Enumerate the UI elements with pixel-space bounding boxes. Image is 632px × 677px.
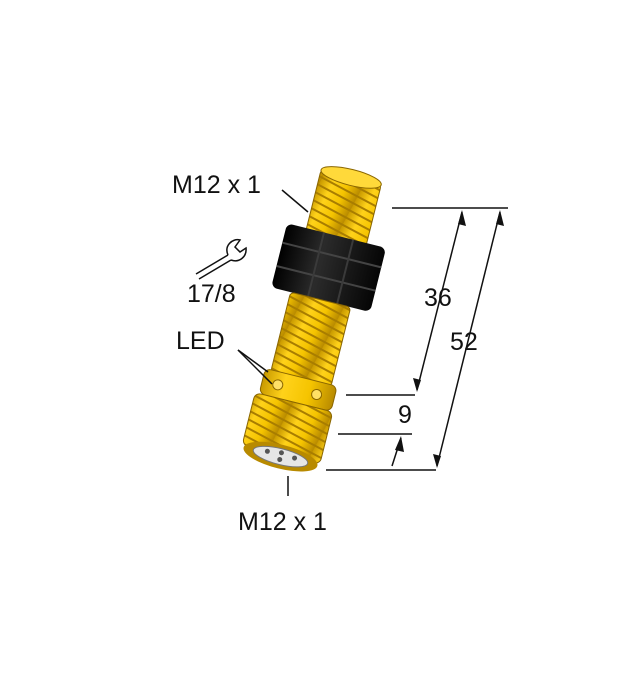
sensor-body	[242, 166, 385, 472]
leader-led-1	[237, 349, 269, 373]
dimension-arrows	[395, 210, 504, 468]
leader-thread-top	[281, 189, 309, 213]
led-label: LED	[176, 327, 225, 355]
led-window	[272, 379, 284, 391]
leader-lines	[237, 189, 309, 496]
dimension-36-label: 36	[424, 284, 452, 312]
dimension-9-label: 9	[398, 401, 412, 429]
led-window	[311, 389, 323, 401]
connector-pin	[264, 448, 270, 454]
lock-nut	[272, 224, 385, 311]
connector-pin	[292, 455, 298, 461]
connector-pin	[277, 457, 283, 463]
dimension-52-line	[436, 211, 501, 467]
leader-led-2	[237, 349, 273, 385]
wrench-size-label: 17/8	[187, 280, 236, 308]
connector-pin	[278, 450, 284, 456]
upper-thread-top	[320, 166, 382, 189]
dimension-36-line	[416, 211, 463, 391]
thread-bottom-label: M12 x 1	[238, 508, 327, 536]
thread-top-label: M12 x 1	[172, 171, 261, 199]
dimension-lines	[326, 207, 508, 471]
wrench-icon	[195, 238, 247, 280]
dimension-52-label: 52	[450, 328, 478, 356]
